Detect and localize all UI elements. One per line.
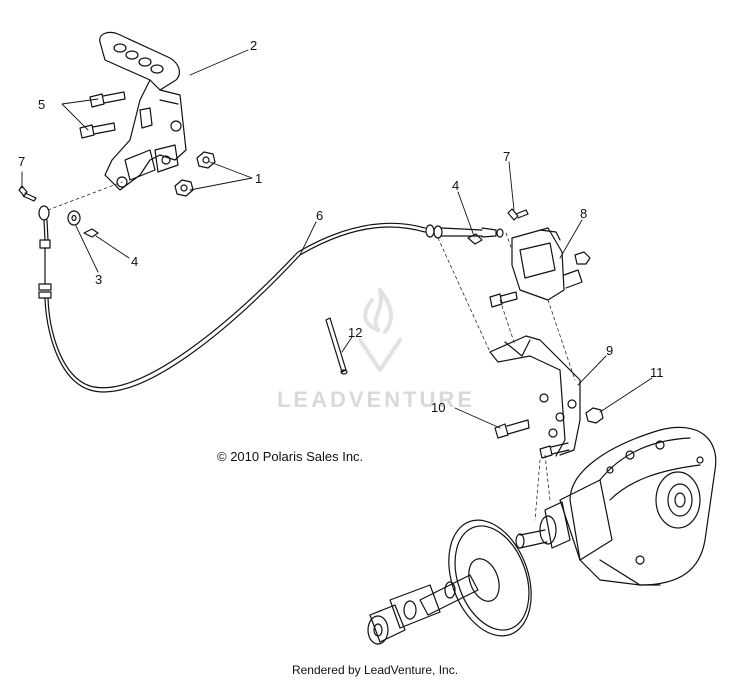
callout-5: 5 bbox=[38, 97, 45, 112]
callout-3: 3 bbox=[95, 272, 102, 287]
leader-lines bbox=[21, 49, 653, 429]
alignment-lines bbox=[47, 181, 576, 521]
washer bbox=[67, 210, 81, 226]
copyright-notice: © 2010 Polaris Sales Inc. bbox=[217, 449, 364, 464]
nut-upper bbox=[196, 151, 216, 169]
watermark-logo bbox=[358, 288, 402, 372]
callout-2: 2 bbox=[250, 38, 257, 53]
caliper-bracket bbox=[489, 335, 581, 457]
bolt-upper bbox=[89, 91, 126, 108]
clevis-pin-right bbox=[507, 208, 529, 221]
pin-long bbox=[325, 317, 347, 373]
caliper-bolt bbox=[489, 291, 518, 308]
clevis-pin-left bbox=[18, 185, 37, 202]
callout-11: 11 bbox=[650, 365, 664, 380]
callout-8: 8 bbox=[580, 206, 587, 221]
drive-shaft bbox=[367, 574, 479, 645]
bracket-bolt bbox=[494, 419, 530, 439]
brake-caliper bbox=[511, 227, 591, 301]
bolt-lower bbox=[79, 122, 116, 139]
callout-1: 1 bbox=[255, 171, 262, 186]
callout-4-left: 4 bbox=[131, 254, 138, 269]
gearcase bbox=[515, 426, 717, 586]
brake-cable bbox=[38, 205, 504, 393]
footer-credit: Rendered by LeadVenture, Inc. bbox=[291, 663, 459, 677]
callout-12: 12 bbox=[348, 325, 362, 340]
retaining-clip-left bbox=[83, 228, 99, 238]
flange-nut bbox=[585, 407, 604, 424]
callout-6: 6 bbox=[316, 208, 323, 223]
brake-disc bbox=[448, 519, 532, 637]
nut-lower bbox=[174, 179, 194, 197]
callout-7-right: 7 bbox=[503, 149, 510, 164]
callout-7-left: 7 bbox=[18, 154, 25, 169]
brake-handle-assembly bbox=[99, 31, 187, 191]
watermark-text: LEADVENTURE bbox=[276, 387, 475, 412]
callout-4-right: 4 bbox=[452, 178, 459, 193]
callout-9: 9 bbox=[606, 343, 613, 358]
bracket-bolt-2 bbox=[539, 442, 570, 459]
callout-10: 10 bbox=[431, 400, 445, 415]
